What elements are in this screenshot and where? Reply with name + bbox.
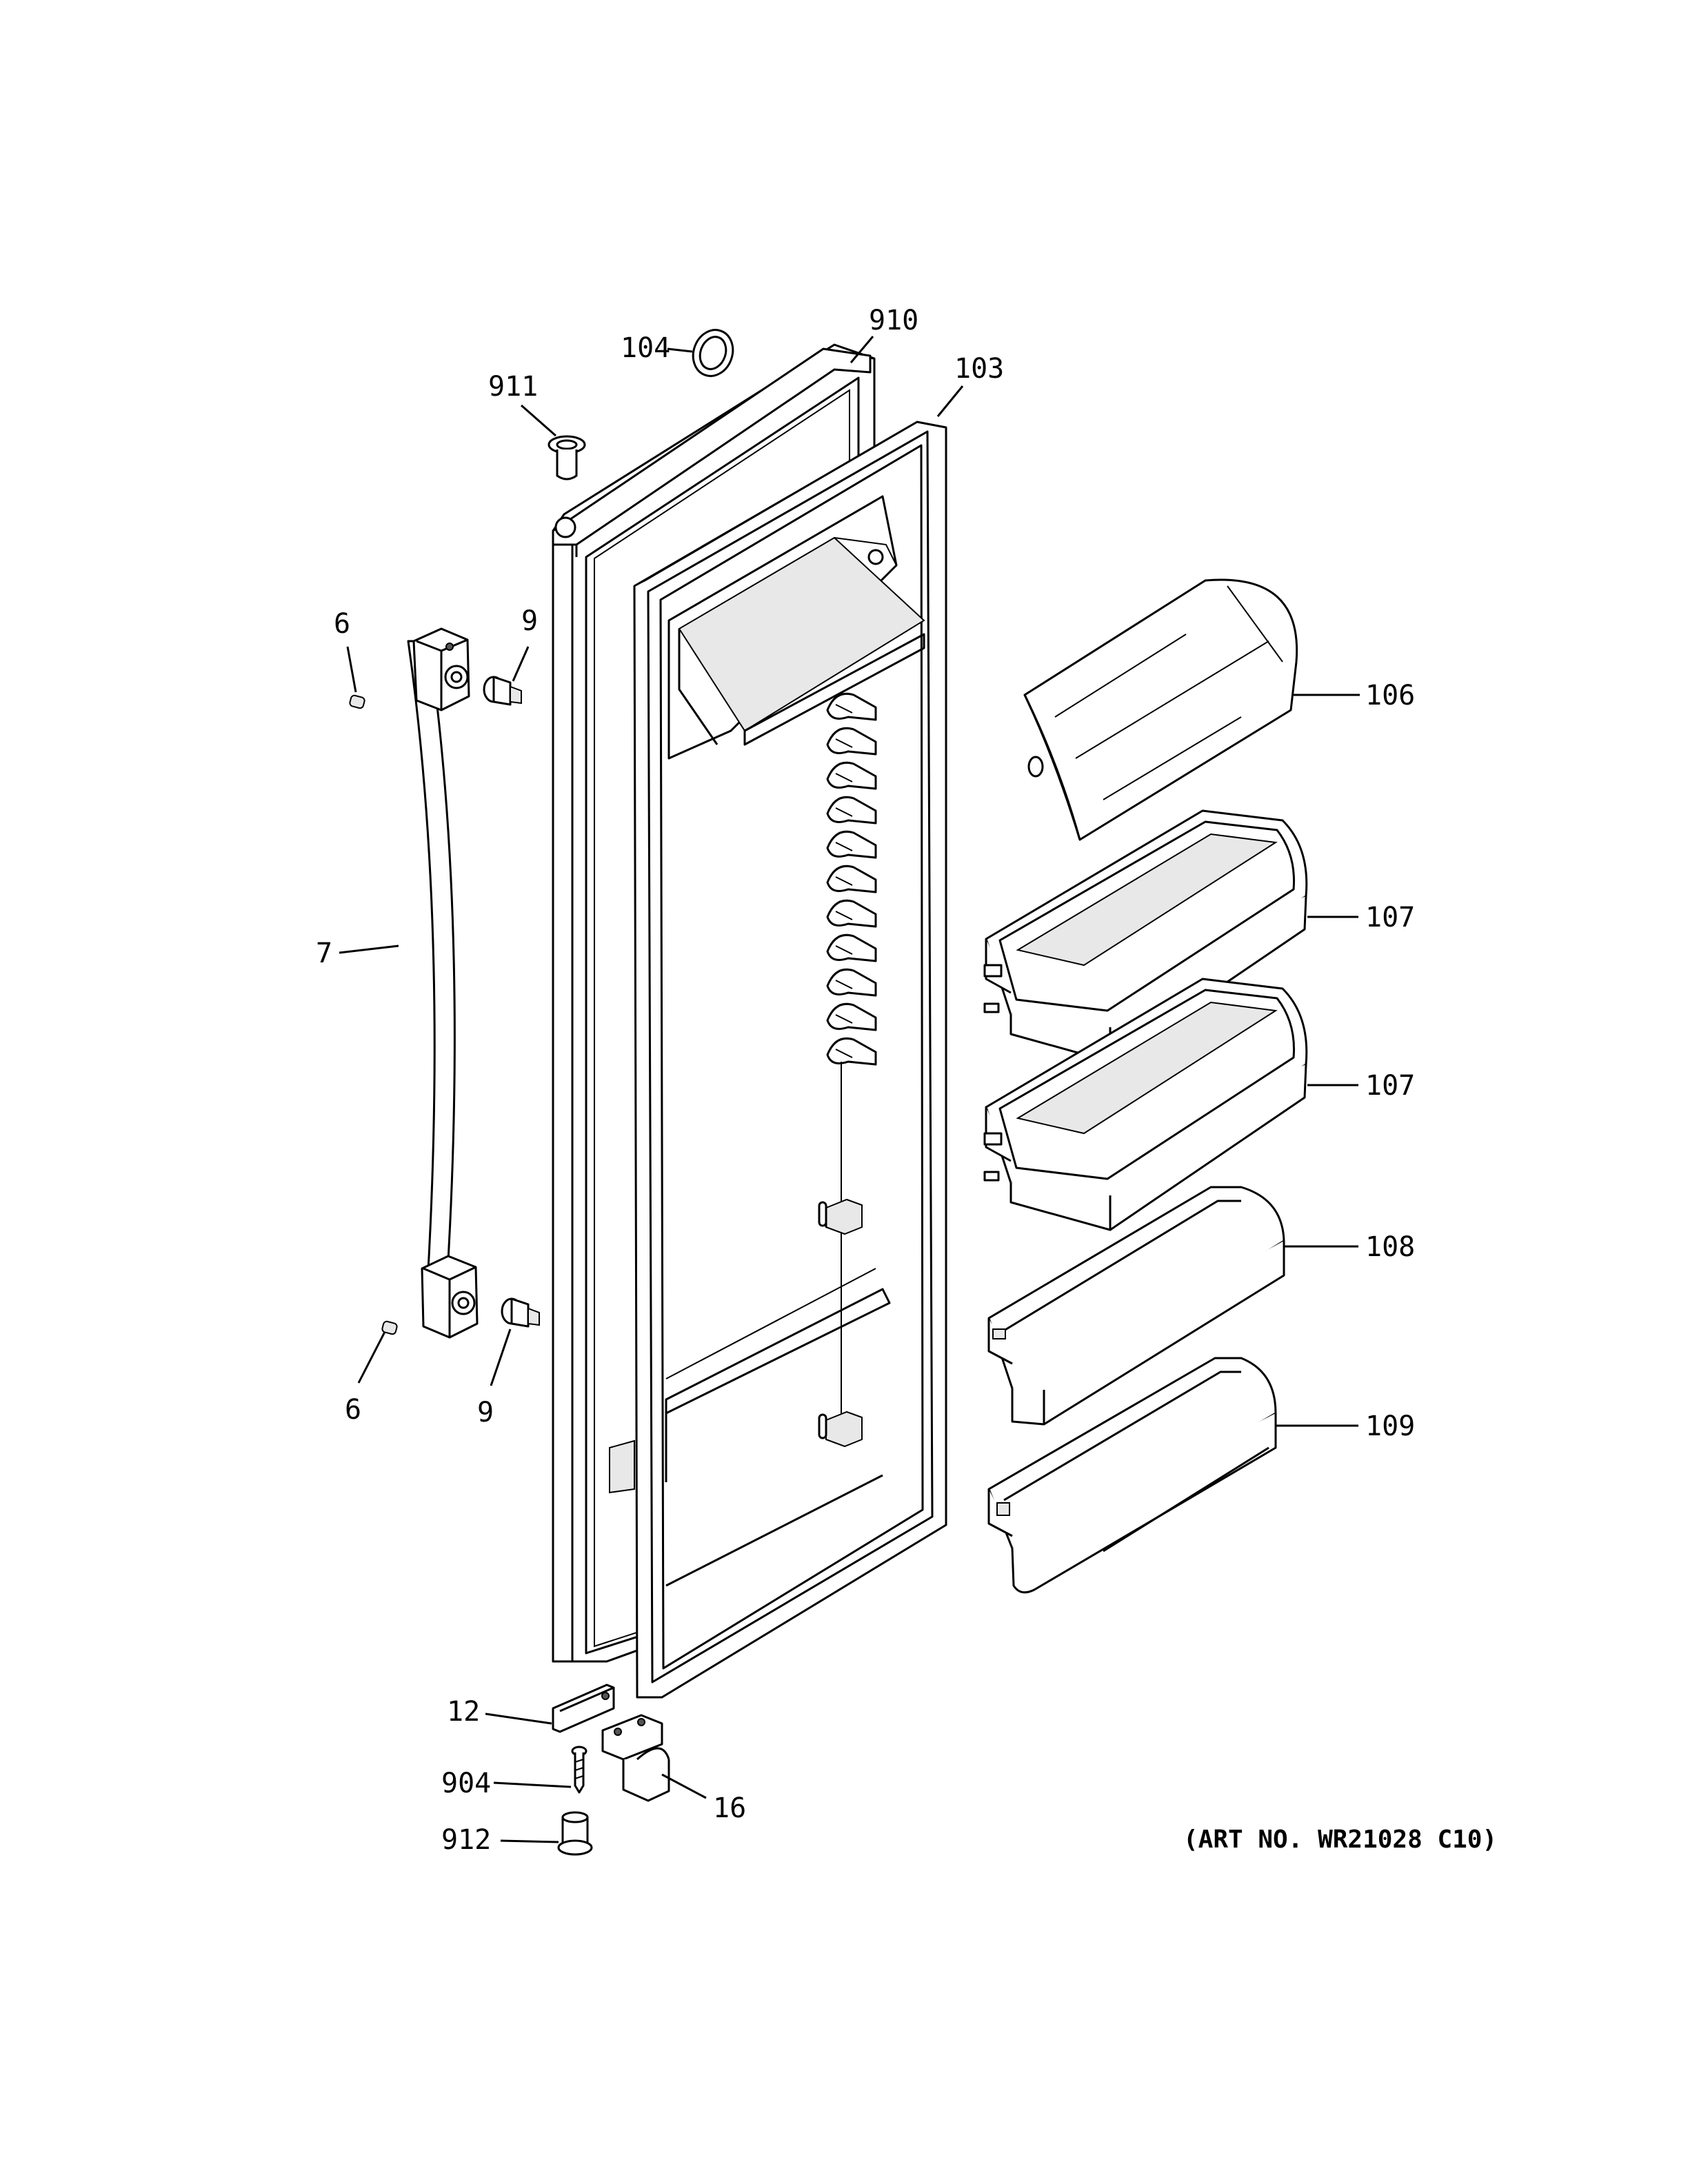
door-handle-7[interactable] <box>407 627 479 1339</box>
callout-912: 912 <box>441 1824 491 1856</box>
hinge-bracket-12[interactable] <box>552 1684 615 1733</box>
shelf-support-rib-line <box>835 1049 853 1058</box>
callout-6-bottom: 6 <box>345 1394 361 1426</box>
shelf-support-rib-line <box>835 980 853 989</box>
shelf-support-rib <box>826 933 877 962</box>
callout-106: 106 <box>1365 680 1415 711</box>
liner-lower-compartment <box>609 1198 891 1587</box>
shelf-support-ribs <box>826 692 877 1420</box>
door-gasket-ring-104[interactable] <box>687 324 739 381</box>
shelf-support-rib-line <box>835 773 853 782</box>
leader-lines <box>339 336 1360 1843</box>
shelf-support-rib-line <box>835 876 853 886</box>
callout-103: 103 <box>954 353 1004 385</box>
callout-910: 910 <box>869 305 918 336</box>
shelf-support-rib <box>826 968 877 997</box>
handle-stud-9-bottom[interactable] <box>501 1297 540 1328</box>
shelf-support-rib <box>826 1002 877 1031</box>
shelf-support-rib-line <box>835 842 853 851</box>
shelf-support-rib <box>826 761 877 790</box>
shelf-support-rib <box>826 830 877 859</box>
shelf-support-rib <box>826 692 877 721</box>
callout-104: 104 <box>621 332 670 364</box>
callout-6-top: 6 <box>334 608 350 640</box>
shelf-support-rib <box>826 899 877 928</box>
hinge-bushing-911[interactable] <box>547 435 586 481</box>
callout-12: 12 <box>447 1696 480 1728</box>
handle-stud-9-top[interactable] <box>483 676 522 706</box>
callout-labels: 104 910 103 911 6 9 7 6 9 106 107 107 10… <box>316 305 1497 1856</box>
callout-16: 16 <box>713 1792 746 1824</box>
callout-911: 911 <box>488 371 538 403</box>
set-screw-6-top[interactable] <box>349 694 365 709</box>
door-top-cap[interactable] <box>552 347 872 557</box>
set-screw-6-bottom[interactable] <box>381 1320 398 1335</box>
shelf-support-rib-line <box>835 738 853 748</box>
screw-904[interactable] <box>571 1746 587 1794</box>
door-bin-107-lower[interactable] <box>983 978 1308 1231</box>
callout-904: 904 <box>441 1768 491 1799</box>
shelf-support-rib-line <box>835 704 853 714</box>
liner-inner-cavity <box>667 495 925 760</box>
callout-7: 7 <box>316 938 332 969</box>
shelf-support-rib <box>826 1037 877 1066</box>
shelf-support-rib <box>826 865 877 893</box>
callout-107-upper: 107 <box>1365 902 1415 933</box>
shelf-support-rib-line <box>835 911 853 920</box>
door-bin-109[interactable] <box>987 1357 1277 1594</box>
shelf-support-rib <box>826 796 877 825</box>
art-number: (ART NO. WR21028 C10) <box>1183 1826 1497 1854</box>
shelf-support-rib-line <box>835 1014 853 1024</box>
callout-9-top: 9 <box>521 605 538 637</box>
shelf-support-rib-line <box>835 945 853 955</box>
callout-107-lower: 107 <box>1365 1070 1415 1102</box>
callout-108: 108 <box>1365 1231 1415 1263</box>
shelf-support-rib <box>826 727 877 756</box>
callout-109: 109 <box>1365 1410 1415 1442</box>
hinge-pin-cap-912[interactable] <box>557 1811 593 1856</box>
door-bin-108[interactable] <box>987 1186 1285 1426</box>
dairy-cover-106[interactable] <box>1023 578 1298 841</box>
door-bin-107-upper[interactable] <box>983 809 1308 1063</box>
callout-9-bottom: 9 <box>477 1397 494 1428</box>
shelf-support-rib-line <box>835 807 853 817</box>
bottom-hinge-16[interactable] <box>601 1714 670 1802</box>
